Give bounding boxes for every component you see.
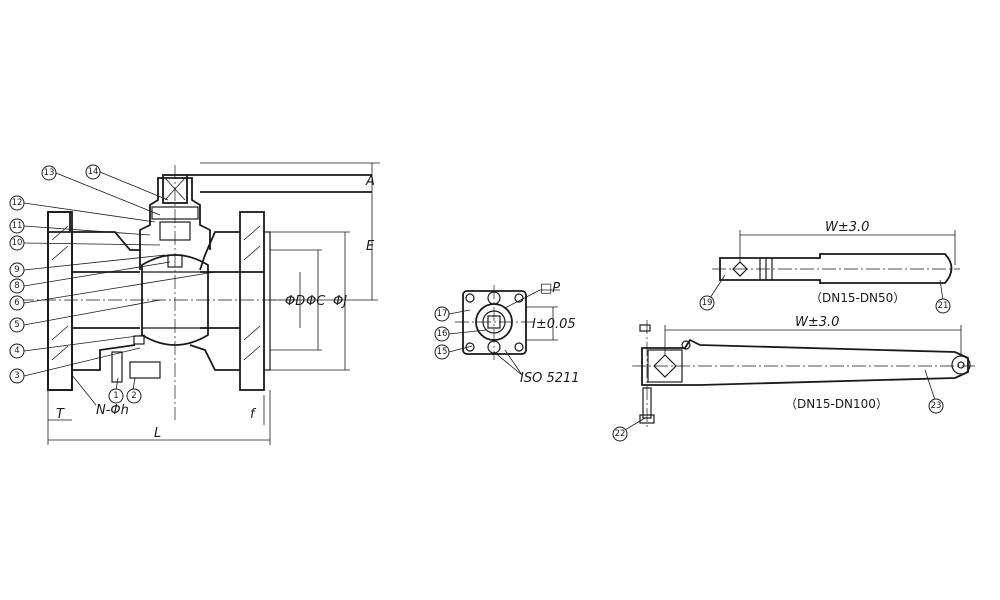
ball [141,254,209,346]
bolt-hole-tl [465,293,475,303]
part-bubble-21: 21 [935,298,951,314]
gland [159,221,191,241]
part-bubble-16: 16 [434,326,450,342]
bolt-hole-tr [514,293,524,303]
svg-text:23: 23 [931,401,942,411]
left-flange [47,211,73,391]
bolt-hole-bl [465,342,475,352]
packing [151,206,199,220]
part-bubble-17: 17 [434,306,450,322]
part-bubble-19: 19 [699,295,715,311]
handle-small-dim-label: W±3.0 [825,220,869,235]
handle-large-range: （DN15-DN100） [785,397,888,411]
iso-leader-2 [493,351,523,376]
part-bubble-6: 6 [9,295,25,311]
svg-text:8: 8 [14,281,19,291]
drain-plug-2 [129,361,161,379]
part-bubble-15: 15 [434,344,450,360]
part-bubble-9: 9 [9,262,25,278]
drain-plug [111,351,123,383]
dim-e-label: E [366,239,375,254]
svg-text:6: 6 [14,298,19,308]
svg-text:17: 17 [437,309,448,319]
leader-16 [448,329,487,335]
svg-text:2: 2 [131,391,136,401]
handle-small-range: （DN15-DN50） [810,291,905,305]
handle-large: W±3.0 （DN15-DN100） 22 23 [612,315,975,442]
seat-bottom [133,335,145,345]
section-view: A E ΦD ΦC ΦJ T N-Φh L f [9,162,380,445]
mounting-pad [462,290,527,355]
handle-large-dim-label: W±3.0 [795,315,839,330]
svg-text:9: 9 [14,265,19,275]
svg-text:12: 12 [12,198,23,208]
section-leaders [23,171,216,391]
part-bubble-11: 11 [9,218,25,234]
flange-hatch [51,225,261,361]
svg-text:5: 5 [14,320,19,330]
flange-top-view: □P I±0.05 ISO 5211 17 16 15 [434,281,580,386]
part-bubble-23: 23 [928,398,944,414]
bonnet [139,177,211,250]
dim-a-label: A [365,174,375,189]
iso-label: ISO 5211 [520,371,580,386]
leader-19 [709,274,726,299]
svg-text:1: 1 [113,391,118,401]
svg-text:14: 14 [88,167,99,177]
svg-text:3: 3 [14,371,19,381]
part-bubble-14: 14 [85,164,101,180]
handle-small: W±3.0 （DN15-DN50） 19 21 [699,220,960,314]
dim-d-label: ΦD [285,294,305,309]
handle-small-body [719,253,953,284]
bolt-hole-br [514,342,524,352]
svg-text:16: 16 [437,329,448,339]
handle-large-body [641,338,969,386]
square-leader [504,289,541,309]
part-bubble-12: 12 [9,195,25,211]
body-bottom [72,327,240,371]
svg-text:10: 10 [12,238,23,248]
part-bubble-4: 4 [9,343,25,359]
leader-15 [448,345,473,353]
handle-large-nut [639,324,651,332]
part-bubble-5: 5 [9,317,25,333]
part-bubble-22: 22 [612,426,628,442]
leader-22 [624,417,646,431]
square-label: □P [540,281,560,296]
bolt-leader [71,374,97,406]
dim-bolts-label: N-Φh [96,403,129,418]
svg-text:21: 21 [938,301,949,311]
leader-21 [939,279,944,301]
dim-f-label: f [250,407,257,422]
iso-leader-1 [504,349,523,376]
stem-head [162,174,188,204]
svg-text:22: 22 [615,429,626,439]
seat-top [167,254,183,268]
right-flange-face [239,211,265,391]
dim-l-label: L [154,426,161,441]
dim-c-label: ΦC [306,294,326,309]
right-flange-raise [263,231,271,371]
svg-text:15: 15 [437,347,448,357]
svg-text:19: 19 [702,298,713,308]
svg-text:11: 11 [12,221,23,231]
tolerance-label: I±0.05 [532,317,576,332]
dim-j-label: ΦJ [333,294,347,309]
part-bubble-2: 2 [126,388,142,404]
handle-large-end-inner [957,361,965,369]
leader-17 [448,309,471,315]
left-flange-face [47,211,73,391]
handle-large-lug [681,340,691,350]
part-bubble-8: 8 [9,278,25,294]
svg-text:13: 13 [44,168,55,178]
svg-text:4: 4 [14,346,19,356]
dim-t-label: T [56,407,65,422]
leader-23 [924,369,936,401]
part-bubble-1: 1 [108,388,124,404]
stem-hatch-2 [164,177,186,201]
part-bubble-13: 13 [41,165,57,181]
part-bubble-3: 3 [9,368,25,384]
part-bubble-10: 10 [9,235,25,251]
